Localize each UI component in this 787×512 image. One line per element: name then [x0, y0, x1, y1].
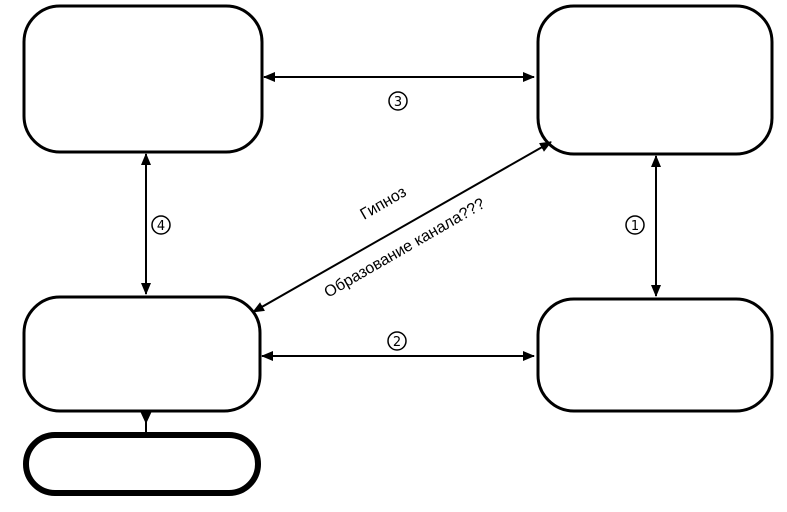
svg-text:2: 2 [393, 335, 401, 350]
connector-arrowhead [140, 411, 152, 424]
svg-text:3: 3 [394, 95, 402, 110]
label-hypnosis: Гипноз [358, 184, 410, 224]
box-top-right [536, 4, 774, 156]
svg-text:1: 1 [631, 219, 639, 234]
output-oval [23, 432, 261, 496]
box-top-left [22, 4, 264, 154]
marker-4: 4 [151, 215, 171, 235]
box-bottom-left [22, 295, 262, 413]
box-bottom-right [536, 297, 774, 413]
label-channel-formation: Образование канала??? [322, 195, 489, 301]
marker-2: 2 [387, 331, 407, 351]
svg-text:4: 4 [157, 219, 165, 234]
marker-1: 1 [625, 215, 645, 235]
arrow-diagonal [252, 141, 552, 313]
marker-3: 3 [388, 91, 408, 111]
